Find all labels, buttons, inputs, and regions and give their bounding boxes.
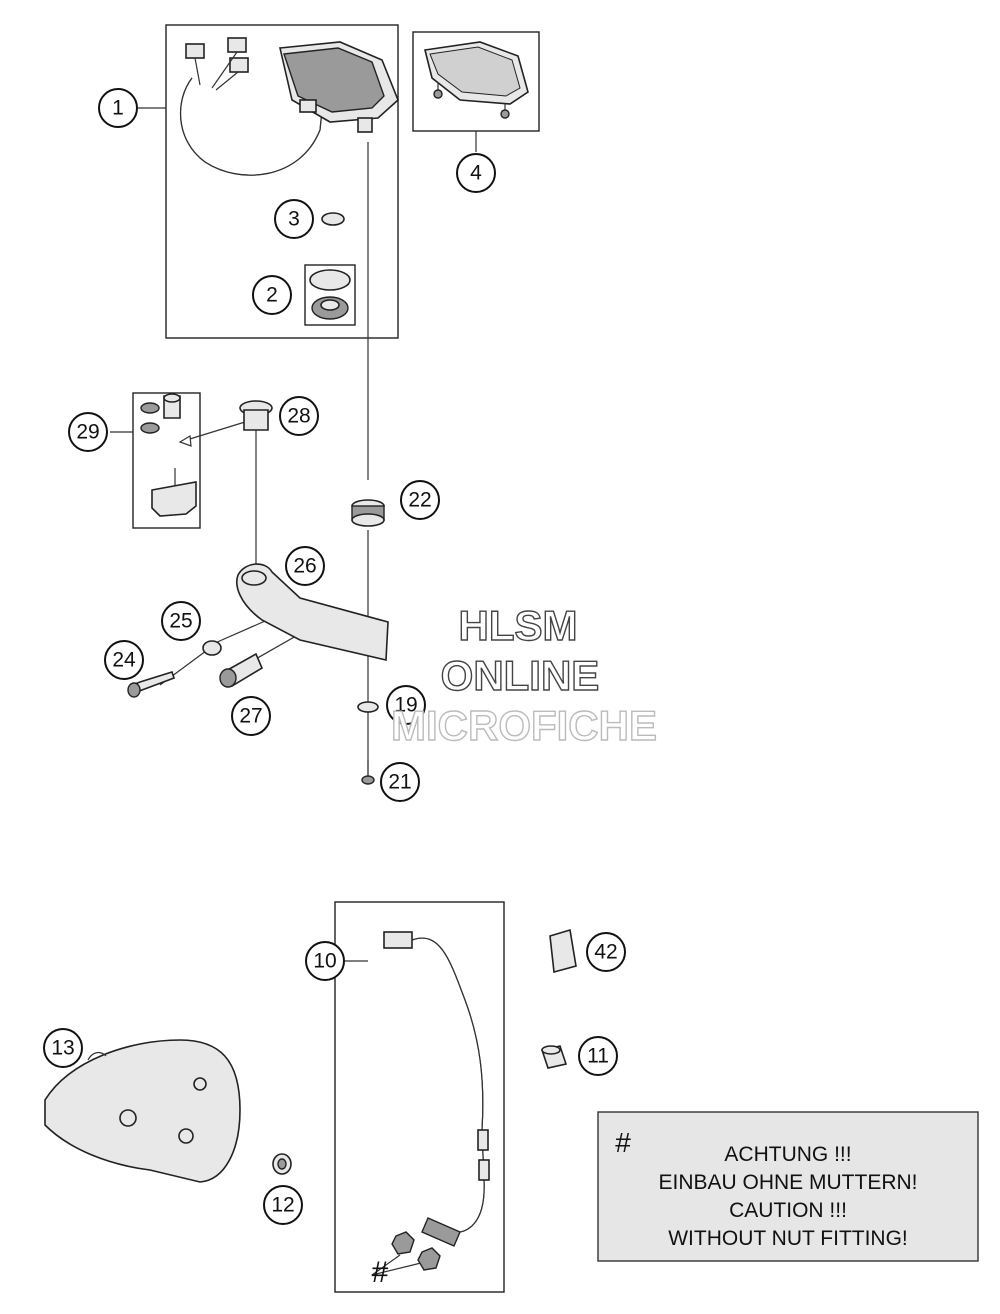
callout-10-label: 10 [313,950,336,973]
callout-12-label: 12 [271,1194,294,1217]
screw-part [361,760,375,785]
box-sensor-kit [334,901,505,1293]
callout-11-label: 11 [587,1045,609,1068]
clip-part [549,928,577,974]
speedometer-unit [179,37,399,176]
callout-28: 28 [279,396,319,436]
box-mounting-kit [132,392,201,529]
watermark-line-1: HLSM [459,602,578,649]
callout-22-label: 22 [408,489,431,512]
callout-13: 13 [43,1028,83,1068]
callout-1: 1 [98,88,138,128]
callout-1-label: 1 [112,97,124,120]
note-line-1: ACHTUNG !!! [724,1143,851,1166]
mounting-kit-parts [140,393,197,517]
callout-10: 10 [305,941,345,981]
callout-26: 26 [285,546,325,586]
callout-12: 12 [263,1185,303,1225]
callout-21-label: 21 [388,771,411,794]
bracket-part [236,563,389,661]
note-line-4: WITHOUT NUT FITTING! [668,1227,908,1250]
cap-part [321,212,345,226]
rubber-bushing-part [219,652,264,688]
note-line-3: CAUTION !!! [729,1199,847,1222]
watermark-line-2: ONLINE [441,652,600,699]
callout-24: 24 [104,640,144,680]
callout-21: 21 [380,762,420,802]
callout-29-label: 29 [76,421,99,444]
callout-25-label: 25 [169,610,192,633]
rubber-damper-part [351,499,385,527]
callout-29: 29 [68,412,108,452]
spacer-part [202,640,222,656]
speed-sensor-cable [383,931,490,1271]
brake-disc-guard [44,1039,241,1183]
note-symbol: # [615,1127,631,1158]
callout-4: 4 [456,153,496,193]
callout-19-label: 19 [394,694,417,717]
callout-27-label: 27 [239,705,262,728]
box-speedometer-kit [165,24,399,339]
note-line-2: EINBAU OHNE MUTTERN! [658,1171,917,1194]
cable-holder-part [540,1045,568,1069]
bolt-part [127,671,176,698]
callout-19: 19 [386,685,426,725]
callout-2-label: 2 [266,284,278,307]
note-box: # ACHTUNG !!! EINBAU OHNE MUTTERN! CAUTI… [597,1111,979,1262]
callout-4-label: 4 [470,162,482,185]
callout-27: 27 [231,696,271,736]
spacer-ring-part [272,1153,292,1175]
callout-42: 42 [586,932,626,972]
callout-25: 25 [161,601,201,641]
bushing-part [239,400,273,431]
callout-2: 2 [252,275,292,315]
watermark-line-3: MICROFICHE [391,702,657,749]
grommet-kit [304,264,356,326]
washer-part [357,701,379,713]
callout-11: 11 [578,1036,618,1076]
callout-3-label: 3 [288,208,300,231]
callout-13-label: 13 [51,1037,74,1060]
callout-26-label: 26 [293,555,316,578]
callout-22: 22 [400,480,440,520]
display-unit [424,41,529,119]
callout-28-label: 28 [287,405,310,428]
callout-42-label: 42 [594,941,617,964]
callout-24-label: 24 [112,649,136,672]
hash-marker: # [372,1256,389,1289]
callout-3: 3 [274,199,314,239]
